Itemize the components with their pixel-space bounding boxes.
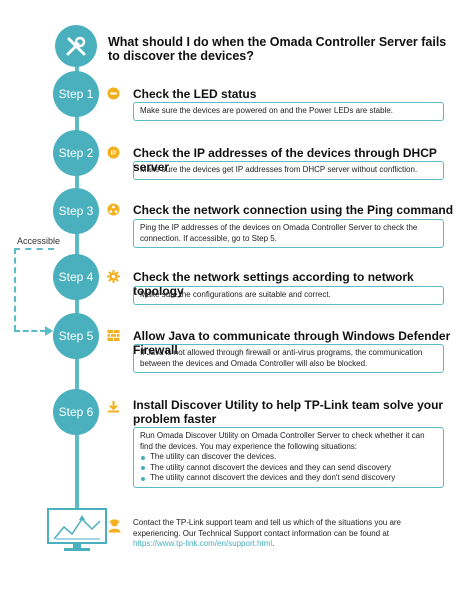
tools-icon — [66, 36, 86, 56]
step-6-title: Install Discover Utility to help TP-Link… — [133, 398, 444, 426]
step-3-title: Check the network connection using the P… — [133, 203, 454, 217]
step-4-badge: Step 4 — [53, 254, 99, 300]
support-suffix: . — [272, 539, 275, 548]
monitor-icon — [46, 507, 108, 558]
led-icon — [107, 87, 120, 100]
support-agent-icon — [107, 518, 122, 538]
shortcut-line — [14, 248, 16, 331]
step-5-text: If Java is not allowed through firewall … — [140, 348, 423, 368]
step-1-title: Check the LED status — [133, 87, 257, 101]
step-5-badge: Step 5 — [53, 313, 99, 359]
step-2-text: Make sure the devices get IP addresses f… — [140, 165, 418, 174]
step-6-text: Run Omada Discover Utility on Omada Cont… — [140, 431, 425, 451]
step-1-text: Make sure the devices are powered on and… — [140, 106, 394, 115]
step-4-box: Make sure the configurations are suitabl… — [133, 286, 444, 305]
step-2-badge: Step 2 — [53, 130, 99, 176]
firewall-icon — [107, 329, 120, 342]
step-3-text: Ping the IP addresses of the devices on … — [140, 223, 418, 243]
page-title: What should I do when the Omada Controll… — [108, 35, 447, 63]
situation-list: The utility can discover the devices. Th… — [140, 452, 437, 484]
step-1-box: Make sure the devices are powered on and… — [133, 102, 444, 121]
step-4-text: Make sure the configurations are suitabl… — [140, 290, 331, 299]
situation-item: The utility cannot discovert the devices… — [140, 473, 437, 484]
network-icon — [107, 203, 120, 216]
step-6-box: Run Omada Discover Utility on Omada Cont… — [133, 427, 444, 488]
support-message: Contact the TP-Link support team and tel… — [133, 518, 401, 538]
support-text: Contact the TP-Link support team and tel… — [133, 518, 423, 550]
step-1-badge: Step 1 — [53, 71, 99, 117]
svg-text:IP: IP — [111, 151, 117, 157]
shortcut-line-top — [14, 248, 54, 250]
shortcut-arrow-head — [45, 326, 53, 336]
situation-item: The utility can discover the devices. — [140, 452, 437, 463]
step-4-title: Check the network settings according to … — [133, 270, 414, 298]
accessible-label: Accessible — [17, 236, 61, 246]
step-6-badge: Step 6 — [53, 389, 99, 435]
shortcut-line-bottom — [14, 330, 46, 332]
step-2-box: Make sure the devices get IP addresses f… — [133, 161, 444, 180]
support-link[interactable]: https://www.tp-link.com/en/support.html — [133, 539, 273, 548]
step-5-title: Allow Java to communicate through Window… — [133, 329, 451, 357]
download-icon — [107, 400, 120, 413]
step-2-title: Check the IP addresses of the devices th… — [133, 146, 437, 174]
header-icon-circle — [55, 25, 97, 67]
gear-icon — [107, 270, 120, 283]
step-3-badge: Step 3 — [53, 188, 99, 234]
step-5-box: If Java is not allowed through firewall … — [133, 344, 444, 373]
situation-item: The utility cannot discovert the devices… — [140, 463, 437, 474]
ip-icon: IP — [107, 146, 120, 159]
step-3-box: Ping the IP addresses of the devices on … — [133, 219, 444, 248]
